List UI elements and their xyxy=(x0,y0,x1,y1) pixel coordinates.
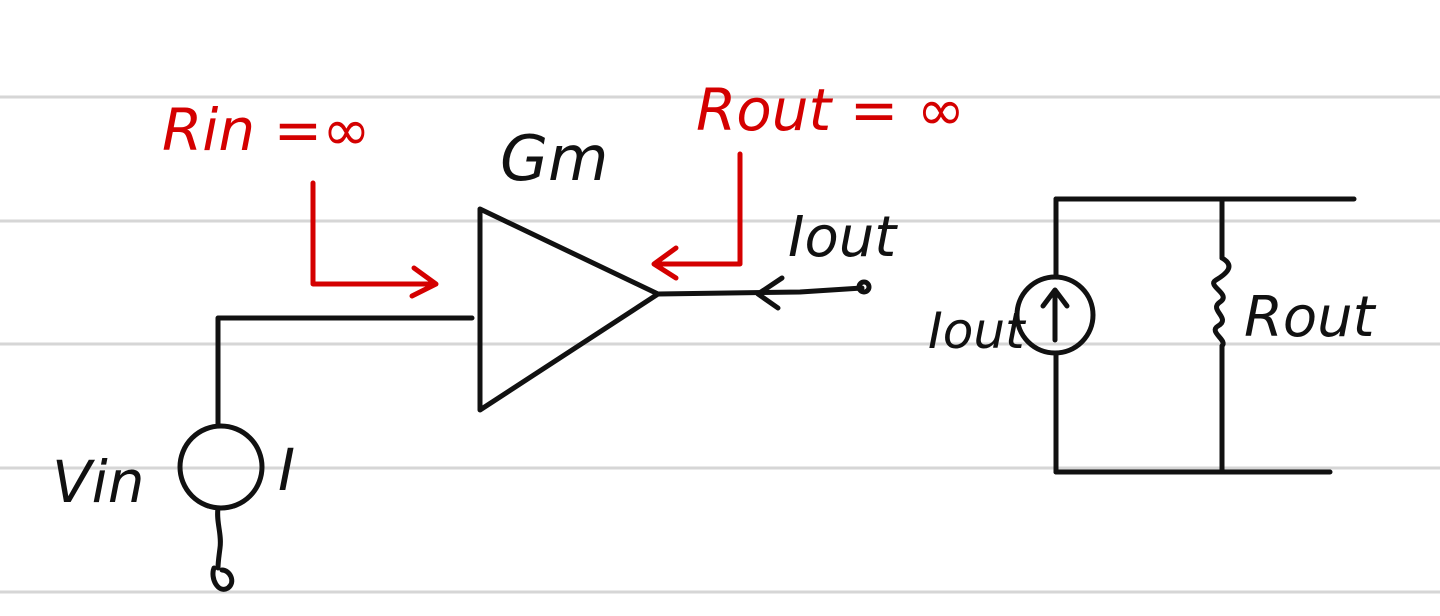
output-terminal-icon xyxy=(856,279,872,295)
norton-equivalent-circuit xyxy=(1014,196,1357,475)
gm-label: Gm xyxy=(500,122,608,195)
vin-label: Vin xyxy=(52,448,145,516)
rin-label: Rin =∞ xyxy=(162,96,371,164)
iout-arrow-icon xyxy=(755,275,785,311)
resistor-zigzag-icon xyxy=(1211,255,1232,349)
input-source-circuit xyxy=(177,315,475,592)
input-wire xyxy=(215,315,475,428)
rin-arrowhead-icon xyxy=(409,265,439,299)
voltage-source-icon xyxy=(177,423,265,511)
amplifier-triangle-icon xyxy=(477,206,661,413)
impedance-annotations xyxy=(310,151,743,299)
ruled-lines xyxy=(0,95,1440,594)
current-i-label: I xyxy=(278,436,295,504)
iout-output-label: Iout xyxy=(788,205,898,270)
gm-amplifier xyxy=(477,206,872,413)
rout-arrowhead-icon xyxy=(651,245,679,281)
ground-terminal-icon xyxy=(210,565,235,592)
ground-lead xyxy=(215,505,223,571)
output-wire xyxy=(655,285,865,297)
rout-annotation-label: Rout = ∞ xyxy=(696,76,965,144)
current-arrow-up-icon xyxy=(1040,287,1070,309)
rin-arrow xyxy=(310,180,437,287)
rout-resistor-label: Rout xyxy=(1244,285,1377,350)
iout-source-label: Iout xyxy=(928,302,1027,360)
rout-arrow xyxy=(653,151,743,267)
